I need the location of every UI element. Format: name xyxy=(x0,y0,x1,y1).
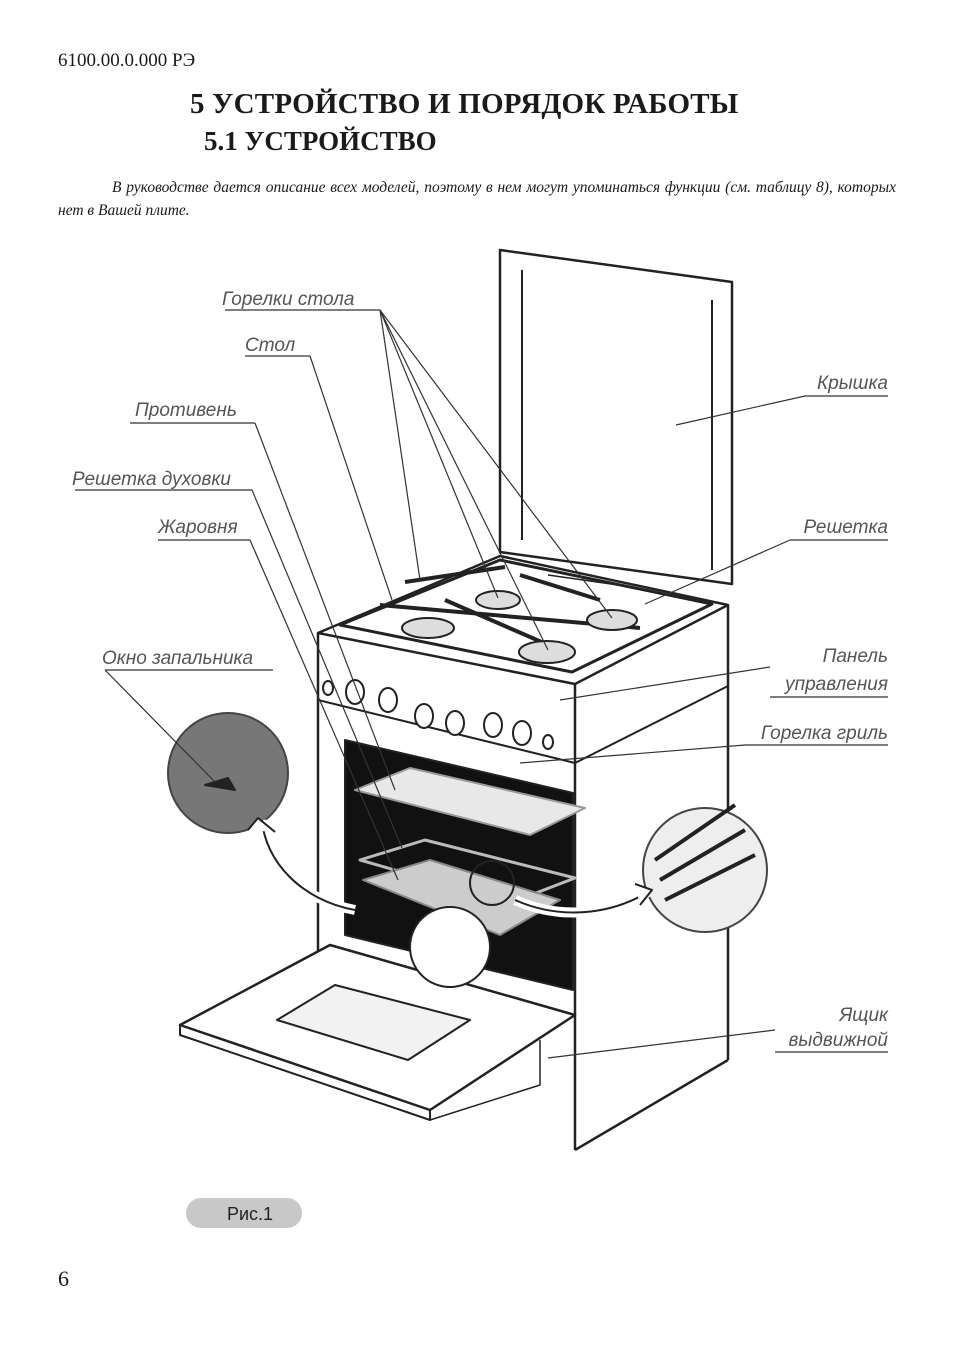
oven-door-drawing xyxy=(178,943,577,1121)
lid-drawing xyxy=(498,248,734,586)
section-title: 5 УСТРОЙСТВО И ПОРЯДОК РАБОТЫ xyxy=(190,88,739,120)
rack-zoom xyxy=(642,803,768,933)
figure-caption: Рис.1 xyxy=(186,1198,302,1228)
label-control-panel-line1: Панель xyxy=(823,646,888,667)
document-code: 6100.00.0.000 РЭ xyxy=(58,50,196,71)
leader-lines xyxy=(75,309,888,1059)
label-control-panel-line2: управления xyxy=(783,674,888,695)
label-oven-rack: Решетка духовки xyxy=(72,469,231,490)
intro-paragraph: В руководстве дается описание всех модел… xyxy=(58,179,896,219)
detail-zoom xyxy=(409,906,491,988)
page-number: 6 xyxy=(58,1266,69,1291)
label-roasting-pan: Жаровня xyxy=(157,517,238,538)
label-baking-tray: Противень xyxy=(135,400,237,421)
subsection-title: 5.1 УСТРОЙСТВО xyxy=(204,126,437,156)
oven-cavity-drawing xyxy=(344,739,586,991)
label-grate: Решетка xyxy=(803,517,888,538)
label-drawer-line1: Ящик xyxy=(838,1005,889,1026)
label-grill-burner: Горелка гриль xyxy=(761,723,888,744)
cooktop-drawing xyxy=(316,554,730,686)
figure-caption-text: Рис.1 xyxy=(227,1204,273,1224)
control-knobs xyxy=(322,679,554,750)
label-table: Стол xyxy=(245,335,295,356)
label-drawer-line2: выдвижной xyxy=(788,1030,888,1051)
label-igniter-window: Окно запальника xyxy=(102,648,253,669)
igniter-zoom xyxy=(167,712,289,834)
label-burners: Горелки стола xyxy=(222,289,354,310)
label-lid: Крышка xyxy=(817,373,888,394)
